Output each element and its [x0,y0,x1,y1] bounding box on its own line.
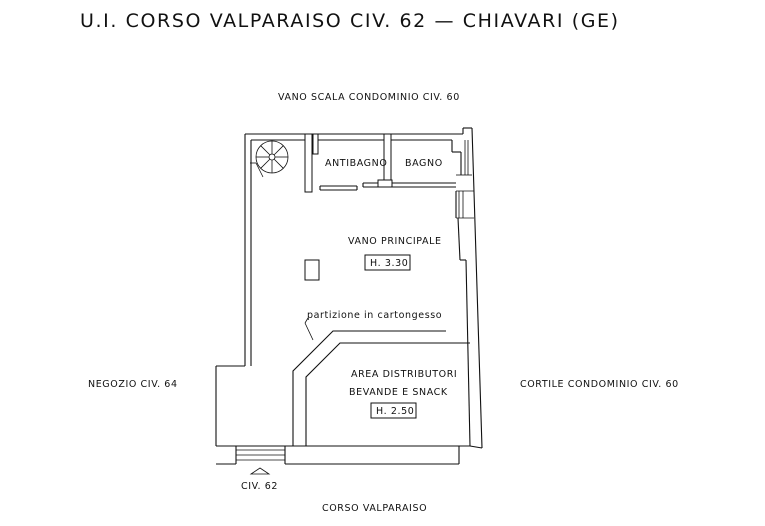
room-label-area-line1: AREA DISTRIBUTORI [351,369,457,380]
outer-walls [215,127,483,465]
label-west-shop: NEGOZIO CIV. 64 [88,379,178,390]
spiral-staircase-icon [250,140,289,178]
pillar [304,259,320,281]
drywall-partition [292,317,470,446]
label-south-street: CORSO VALPARAISO [322,503,427,514]
room-label-antibagno: ANTIBAGNO [325,158,387,169]
bathroom-partitions [304,133,456,193]
height-box-main [364,254,411,271]
plan-title: U.I. CORSO VALPARAISO CIV. 62 — CHIAVARI… [80,10,620,32]
room-label-main: VANO PRINCIPALE [348,236,442,247]
room-label-bagno: BAGNO [405,158,443,169]
height-box-area [370,402,417,419]
room-label-area-line2: BEVANDE E SNACK [349,387,448,398]
partition-label: partizione in cartongesso [307,310,442,321]
label-north-stairwell: VANO SCALA CONDOMINIO CIV. 60 [278,92,460,103]
height-label-main: H. 3.30 [370,258,408,269]
entrance-arrow-icon [249,467,271,475]
label-entrance-number: CIV. 62 [241,481,278,492]
label-east-courtyard: CORTILE CONDOMINIO CIV. 60 [520,379,679,390]
entrance-door [236,449,285,475]
east-windows [456,140,474,219]
height-label-area: H. 2.50 [376,406,414,417]
